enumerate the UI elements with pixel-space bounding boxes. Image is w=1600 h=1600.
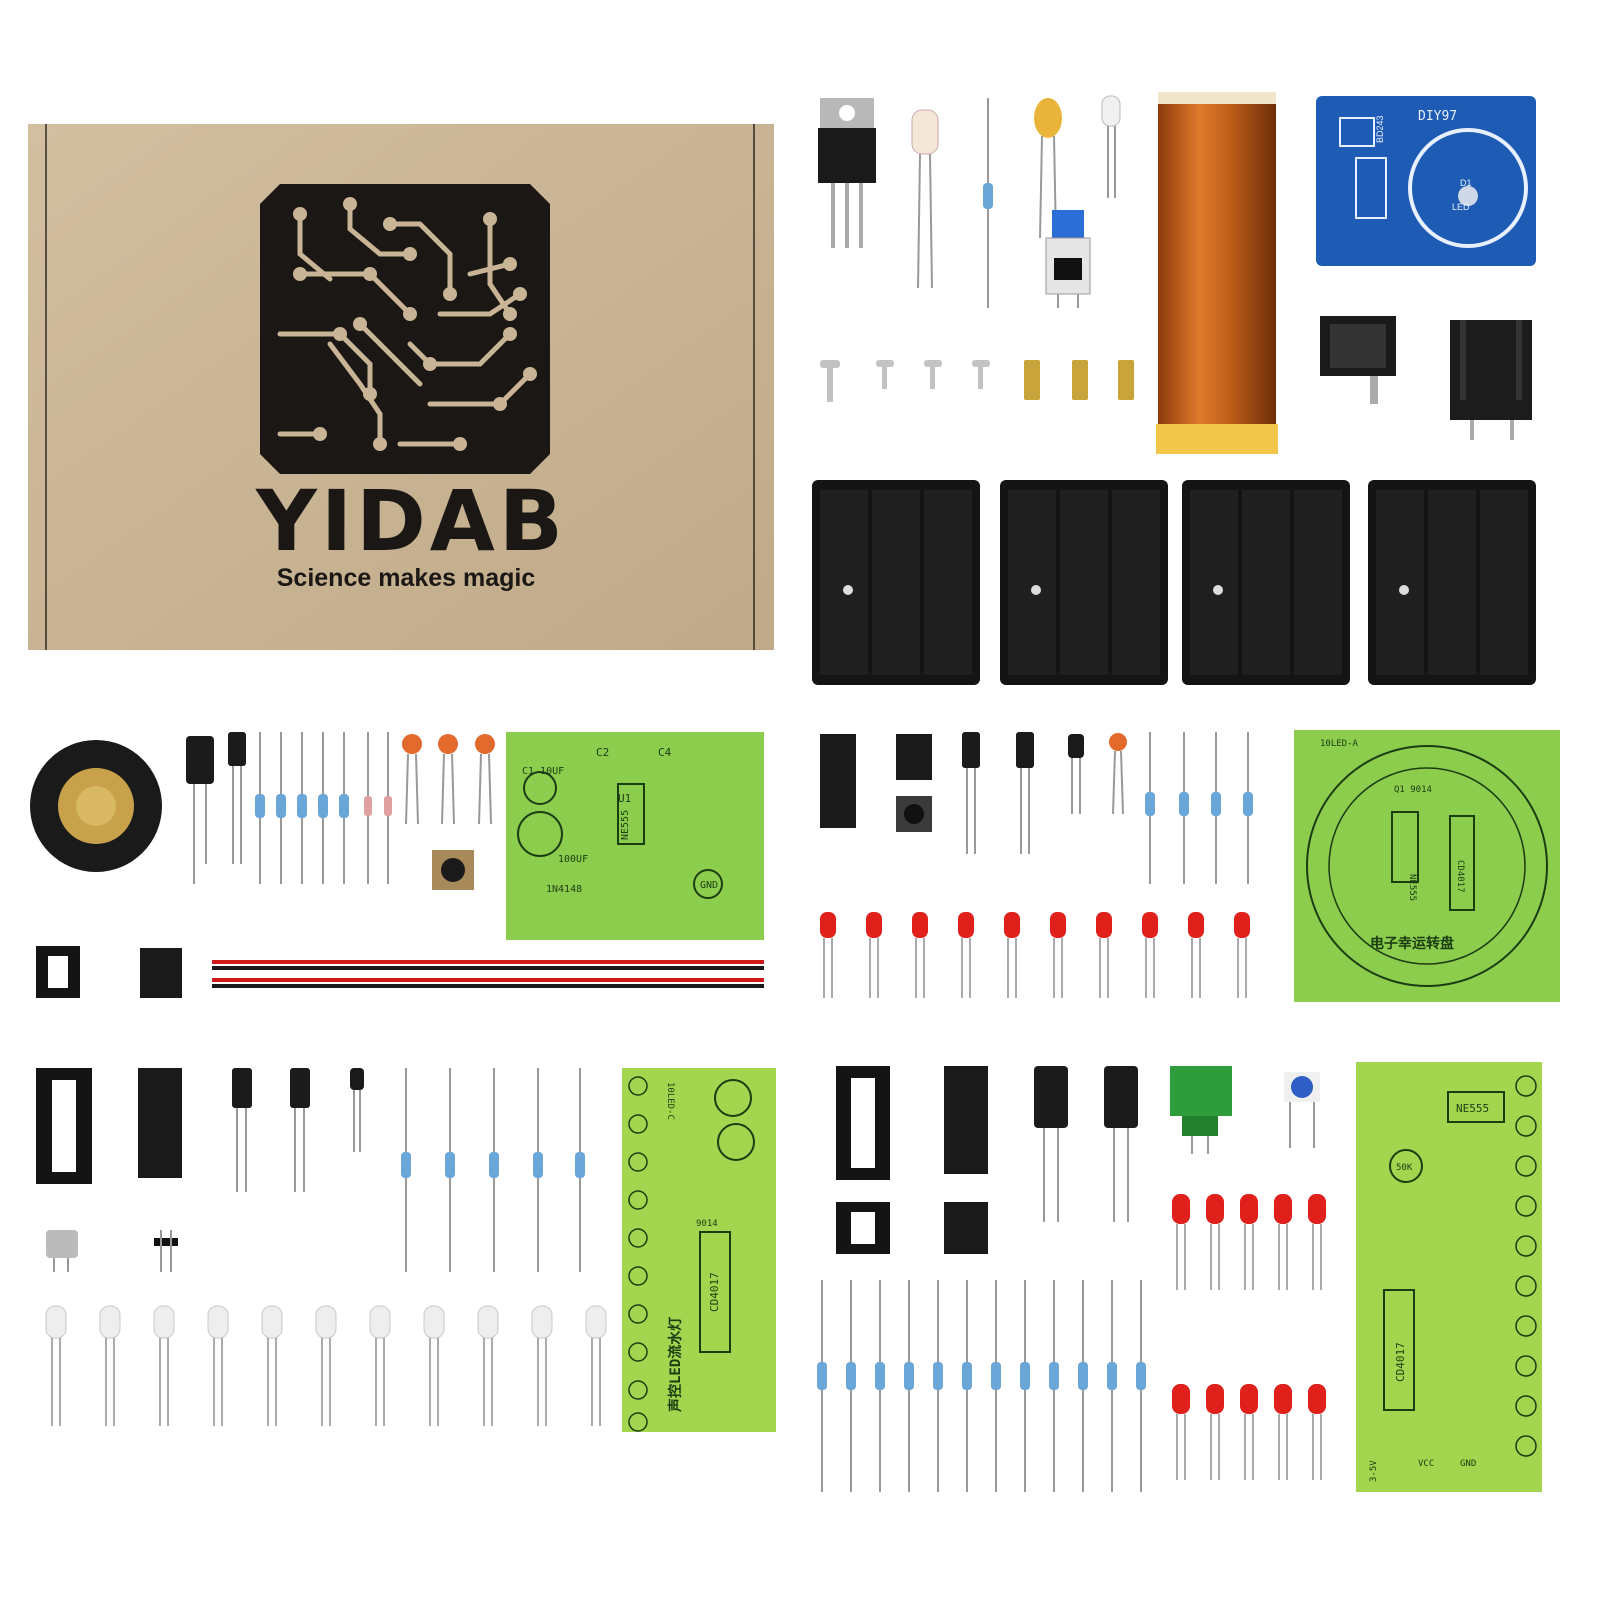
siren-pcb-label: C2 [596,746,609,759]
clear-leds [45,1305,607,1426]
ic-socket-16pin [36,1068,92,1184]
transistor-to220 [818,98,876,248]
tesla-pcb-label: BD243 [1375,115,1385,143]
siren-pcb-label: U1 [618,792,631,805]
tesla-pcb-label: D1 [1460,178,1472,188]
led-chaser-kit: NE555 CD4017 50K GND VCC 3-5V [817,1062,1542,1492]
chaser-pcb-label: 3-5V [1369,1460,1379,1482]
voice-led-pcb: 10LED-C CD4017 9014 声控LED流水灯 [622,1068,776,1432]
resistors [255,732,392,884]
ic-ne555 [140,948,182,998]
roulette-pcb-label: Q1 9014 [1394,785,1432,795]
tesla-pcb-title: DIY97 [1418,109,1457,124]
siren-pcb: C1 10UF C2 C4 U1 NE555 100UF 1N4148 GND [506,732,764,940]
transistor-to92 [1068,734,1084,814]
ic-dip14 [820,734,856,828]
heatsink [1450,320,1532,440]
roulette-pcb-label: NE555 [1407,874,1417,901]
speaker [30,740,162,872]
ic-dip16 [944,1066,988,1174]
pin-header [154,1230,178,1272]
ic-socket-8pin [836,1202,890,1254]
circuit-logo-icon [260,184,550,474]
tactile-button [896,796,932,832]
copper-coil [1156,92,1278,454]
roulette-pcb-title: 电子幸运转盘 [1370,935,1454,952]
siren-pcb-label: 1N4148 [546,884,582,895]
ic-dip8 [896,734,932,780]
resistors [817,1280,1146,1492]
push-switch [1045,210,1091,308]
tesla-pcb: DIY97 BD243 D1 LED [1316,96,1536,266]
wires [212,960,764,988]
resistors [401,1068,585,1272]
ceramic-capacitors [402,734,495,825]
ic-dip16 [138,1068,182,1178]
brand-tagline: Science makes magic [276,564,536,592]
brass-standoffs [1024,360,1134,400]
voice-led-pcb-label: CD4017 [708,1272,721,1312]
resistor [983,98,993,308]
product-box: YIDAB Science makes magic [28,124,774,650]
siren-pcb-label: 100UF [558,854,588,865]
ic-socket-16pin [836,1066,890,1180]
terminal-block [1170,1066,1232,1154]
red-leds [1172,1194,1326,1480]
chaser-pcb: NE555 CD4017 50K GND VCC 3-5V [1356,1062,1542,1492]
roulette-pcb: 10LED-A Q1 9014 NE555 CD4017 电子幸运转盘 [1294,730,1560,1002]
chaser-pcb-label: NE555 [1456,1102,1489,1115]
tactile-button [432,850,474,890]
dc-jack [1320,316,1396,404]
siren-pcb-label: NE555 [620,810,631,840]
voice-led-pcb-label: 9014 [696,1219,718,1229]
voice-led-pcb-title: 声控LED流水灯 [667,1317,684,1413]
clear-led [1101,95,1121,198]
roulette-pcb-top: 10LED-A [1320,739,1359,749]
transistor-to92 [350,1068,364,1152]
voice-led-pcb-label: 10LED-C [665,1082,675,1120]
ceramic-capacitor [1109,733,1127,815]
siren-pcb-label: C1 10UF [522,766,564,777]
roulette-pcb-label: CD4017 [1455,860,1465,893]
tesla-coil-kit: DIY97 BD243 D1 LED [812,92,1536,685]
ic-dip8 [944,1202,988,1254]
ic-socket-8pin [36,946,80,998]
electrolytic-capacitors [962,732,1034,854]
electrolytic-capacitors [186,732,246,884]
brand-name: YIDAB [256,472,567,570]
resistors [1145,732,1253,884]
electrolytic-capacitors [1034,1066,1138,1222]
potentiometer [1284,1072,1320,1148]
tesla-pcb-label: LED [1452,202,1470,212]
siren-pcb-label: C4 [658,746,672,759]
siren-pcb-label: GND [700,880,718,891]
microphone [46,1230,78,1272]
neon-bulb [911,109,939,289]
battery-holders [812,480,1536,685]
chaser-pcb-label: 50K [1396,1163,1413,1173]
chaser-pcb-label: GND [1460,1459,1476,1469]
electrolytic-capacitors [232,1068,310,1192]
siren-kit: C1 10UF C2 C4 U1 NE555 100UF 1N4148 GND [30,732,764,998]
roulette-kit: 10LED-A Q1 9014 NE555 CD4017 电子幸运转盘 [820,730,1560,1002]
red-leds [820,912,1250,998]
chaser-pcb-label: CD4017 [1394,1342,1407,1382]
chaser-pcb-label: VCC [1418,1459,1434,1469]
screws [820,360,990,402]
voice-led-kit: 10LED-C CD4017 9014 声控LED流水灯 [36,1068,776,1432]
